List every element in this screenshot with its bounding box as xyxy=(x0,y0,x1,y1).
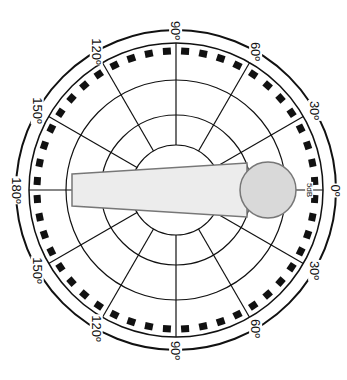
scale-mark xyxy=(94,69,105,79)
scale-mark xyxy=(163,48,171,56)
angle-label: 90º xyxy=(170,19,183,40)
scale-mark xyxy=(55,108,65,119)
microphone-handle xyxy=(72,163,247,217)
scale-mark xyxy=(94,300,105,310)
angle-label: 60º xyxy=(250,318,263,339)
angle-spoke xyxy=(215,117,303,168)
scale-mark xyxy=(35,213,43,222)
scale-mark xyxy=(308,213,316,222)
angle-label: 150º xyxy=(31,96,44,124)
scale-mark xyxy=(286,108,296,119)
angle-label: 120º xyxy=(89,314,102,342)
angle-spoke xyxy=(49,117,137,168)
scale-mark xyxy=(199,49,208,57)
scale-ring xyxy=(29,43,323,337)
microphone-head xyxy=(240,162,296,218)
scale-mark xyxy=(262,289,273,300)
scale-mark xyxy=(248,69,259,79)
angle-spoke xyxy=(199,229,250,317)
scale-mark xyxy=(303,230,312,240)
angle-spoke xyxy=(199,63,250,151)
angle-spoke xyxy=(215,213,303,264)
angle-spoke xyxy=(175,43,176,145)
angle-label: 0º xyxy=(329,183,342,197)
scale-mark xyxy=(46,246,56,256)
scale-mark xyxy=(79,80,90,91)
angle-label: 90º xyxy=(170,339,183,360)
scale-mark xyxy=(262,80,273,91)
scale-mark xyxy=(232,60,242,70)
scale-mark xyxy=(275,93,286,104)
angle-label: 120º xyxy=(89,37,102,65)
angle-spoke xyxy=(49,213,137,264)
scale-mark xyxy=(40,230,49,240)
angle-spoke xyxy=(175,235,176,337)
polar-grid xyxy=(16,30,336,350)
scale-mark xyxy=(46,123,56,133)
angle-spoke xyxy=(103,229,154,317)
scale-label: 5dB xyxy=(305,182,313,198)
scale-mark xyxy=(216,317,226,326)
scale-mark xyxy=(163,325,171,333)
scale-mark xyxy=(248,300,259,310)
angle-label: 150º xyxy=(31,256,44,284)
outer-ring xyxy=(16,30,336,350)
scale-mark xyxy=(35,158,43,167)
scale-mark xyxy=(216,54,226,63)
angle-label: 30º xyxy=(308,259,321,280)
angle-spokes xyxy=(29,43,323,337)
scale-mark xyxy=(126,317,136,326)
scale-mark xyxy=(79,289,90,300)
scale-mark xyxy=(66,276,77,287)
scale-mark xyxy=(199,322,208,330)
scale-mark xyxy=(181,325,189,333)
scale-mark xyxy=(232,310,242,320)
scale-mark xyxy=(275,276,286,287)
scale-mark xyxy=(296,123,306,133)
scale-mark xyxy=(144,322,153,330)
scale-mark xyxy=(34,177,42,185)
scale-mark xyxy=(66,93,77,104)
scale-mark xyxy=(308,158,316,167)
angle-spoke xyxy=(103,63,154,151)
scale-marks xyxy=(34,48,319,333)
angle-label: 180º xyxy=(9,176,22,204)
scale-mark xyxy=(34,195,42,203)
microphone xyxy=(72,162,296,218)
scale-mark xyxy=(55,262,65,273)
scale-mark xyxy=(286,262,296,273)
scale-mark xyxy=(109,310,119,320)
scale-mark xyxy=(296,246,306,256)
scale-mark xyxy=(126,54,136,63)
angle-label: 30º xyxy=(308,99,321,120)
scale-mark xyxy=(109,60,119,70)
scale-mark xyxy=(144,49,153,57)
scale-mark xyxy=(181,48,189,56)
scale-mark xyxy=(40,140,49,150)
scale-mark xyxy=(303,140,312,150)
angle-label: 60º xyxy=(250,41,263,62)
